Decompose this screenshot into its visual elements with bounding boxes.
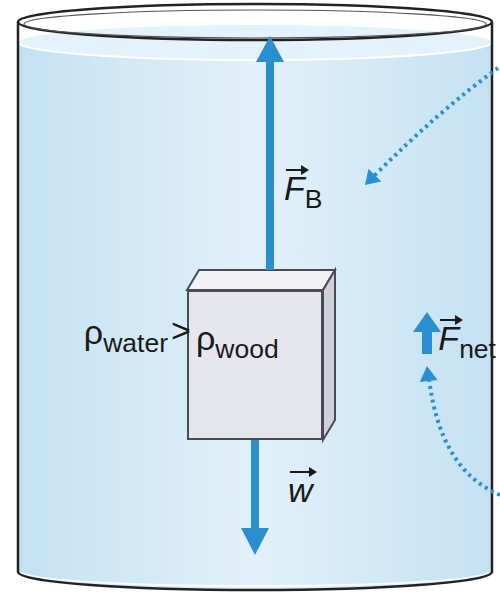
water-body [18, 24, 492, 590]
comparison-sign: > [171, 310, 191, 351]
weight-shaft [251, 440, 259, 530]
water-density-label: ρwater [84, 312, 168, 360]
buoyant-force-head [256, 36, 284, 62]
water-surface [18, 24, 492, 60]
water-density-label: ρwater [84, 312, 168, 360]
callout-dotted-arrow [429, 378, 500, 495]
block-side-face [323, 270, 335, 440]
buoyant-force-label: FB [284, 168, 322, 216]
weight-label: w [288, 470, 313, 511]
beaker-wall [18, 22, 492, 590]
weight-label: w [288, 470, 313, 511]
net-force-label: Fnet [438, 318, 496, 366]
comparison-sign: > [171, 310, 191, 351]
net-force-shaft [422, 330, 432, 354]
callout-dotted-arrow [374, 68, 498, 176]
buoyant-force-shaft [266, 58, 274, 270]
buoyant-force-label: FB [284, 168, 322, 216]
block-top-face [187, 270, 335, 290]
callout-arrowhead [365, 169, 381, 185]
callout-arrowhead [420, 366, 438, 382]
wood-block: ρwood [187, 290, 323, 440]
net-force-head [413, 312, 441, 332]
beaker-rim [18, 4, 492, 40]
weight-head [241, 528, 269, 555]
block-faces [187, 270, 335, 440]
beaker-inner-rim [24, 10, 486, 38]
density-label: ρwood [196, 318, 279, 366]
net-force-label: Fnet [438, 318, 496, 366]
